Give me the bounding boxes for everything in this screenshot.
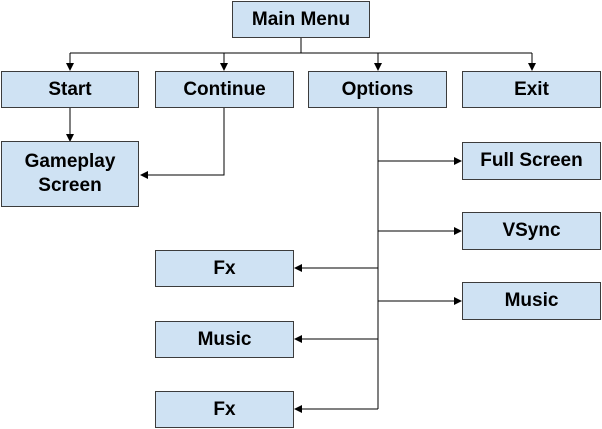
node-continue: Continue xyxy=(155,71,294,108)
node-fx-2-label: Fx xyxy=(213,398,236,420)
node-fx-1-label: Fx xyxy=(213,257,236,279)
node-fx-1: Fx xyxy=(155,250,294,287)
node-vsync: VSync xyxy=(462,212,601,250)
node-gameplay-screen: Gameplay Screen xyxy=(1,141,139,207)
node-gameplay-screen-label: Gameplay Screen xyxy=(24,151,116,196)
node-main-menu-label: Main Menu xyxy=(251,8,351,30)
node-options-label: Options xyxy=(341,78,414,100)
node-main-menu: Main Menu xyxy=(232,1,370,38)
node-full-screen-label: Full Screen xyxy=(480,150,583,171)
node-vsync-label: VSync xyxy=(502,220,561,241)
node-fx-2: Fx xyxy=(155,391,294,428)
node-music-right: Music xyxy=(462,282,601,320)
node-start-label: Start xyxy=(48,78,92,100)
node-start: Start xyxy=(1,71,139,108)
node-exit: Exit xyxy=(462,71,601,108)
node-options: Options xyxy=(308,71,447,108)
node-full-screen: Full Screen xyxy=(462,142,601,180)
node-exit-label: Exit xyxy=(514,78,549,100)
connector-continue-to-gameplay xyxy=(140,108,225,179)
node-continue-label: Continue xyxy=(183,78,266,100)
node-music-right-label: Music xyxy=(504,290,559,311)
node-music-left: Music xyxy=(155,321,294,358)
node-music-left-label: Music xyxy=(197,328,252,350)
